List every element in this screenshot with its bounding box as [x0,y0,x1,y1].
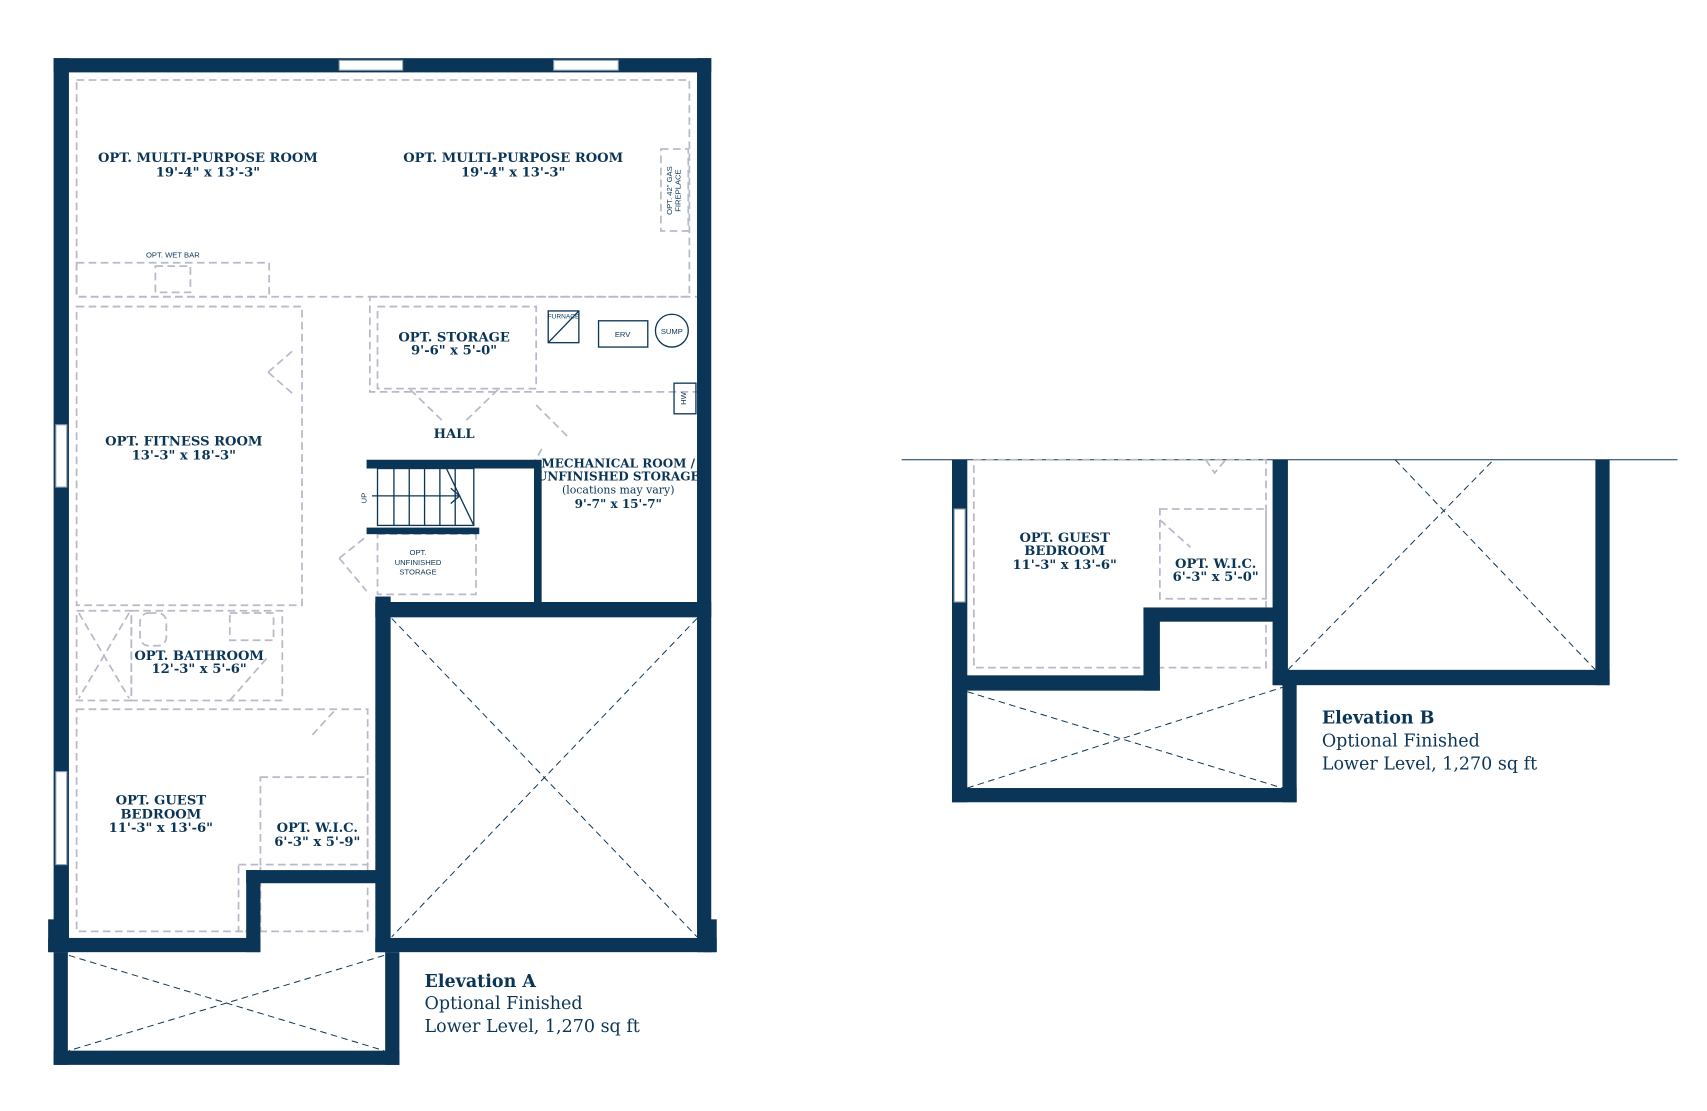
hot-water-tank: HW [673,382,697,415]
room-mechanical-note: (locations may vary) [562,484,675,497]
room-multi-purpose-2-size: 19'-4" x 13'-3" [461,165,565,180]
room-storage-size: 9'-6" x 5'-0" [411,344,497,359]
room-guest-line2: BEDROOM [120,808,201,823]
window-b [953,508,966,603]
room-wic-name: OPT. W.I.C. [277,821,358,836]
room-wic-b-name: OPT. W.I.C. [1175,557,1256,572]
room-guest-b-line1: OPT. GUEST [1019,531,1110,546]
room-mechanical-line2: UNFINISHED STORAGE [537,470,700,484]
unfinished-storage-line1: OPT. [410,548,427,557]
open-to-below-areas [68,618,698,1052]
dashed-partitions-b [972,458,1267,669]
room-guest-b-size: 11'-3" x 13'-6" [1012,558,1116,573]
caption-b-line3: Lower Level, 1,270 sq ft [1322,754,1537,774]
room-multi-purpose-1-size: 19'-4" x 13'-3" [156,165,260,180]
unfinished-storage-line2: UNFINISHED [395,558,442,567]
stairs-up-label: UP [360,493,369,504]
room-multi-purpose-2-name: OPT. MULTI-PURPOSE ROOM [403,151,623,166]
elevation-b-caption: Elevation B Optional Finished Lower Leve… [1322,708,1537,774]
erv-unit: ERV [597,320,649,348]
sump-pit: SUMP [654,313,689,348]
caption-b-line2: Optional Finished [1322,731,1480,751]
room-guest-line1: OPT. GUEST [116,793,207,808]
furnace: FURNACE [547,310,580,344]
fireplace-label-1: OPT. 42" GAS [665,166,674,215]
staircase[interactable]: UP [360,467,480,535]
room-storage-name: OPT. STORAGE [398,331,510,346]
room-mechanical-line1: MECHANICAL ROOM / [541,456,695,470]
open-to-below-areas-b [967,459,1596,789]
walls-elevation-a [48,58,717,1065]
hw-label: HW [679,391,688,405]
erv-label: ERV [615,330,631,339]
room-fitness-name: OPT. FITNESS ROOM [105,435,262,450]
room-fitness-size: 13'-3" x 18'-3" [132,449,236,464]
room-wic-b-size: 6'-3" x 5'-0" [1173,570,1259,585]
room-multi-purpose-1-name: OPT. MULTI-PURPOSE ROOM [98,151,318,166]
unfinished-storage-line3: STORAGE [399,568,436,577]
elevation-b-plan: OPT. GUEST BEDROOM 11'-3" x 13'-6" OPT. … [901,458,1678,803]
toilet [139,612,168,647]
wet-bar-sink [154,265,192,294]
walls-elevation-b [951,459,1610,803]
sump-label: SUMP [661,327,683,336]
room-mechanical-size: 9'-7" x 15'-7" [575,497,662,511]
fireplace-label-2: FIREPLACE [674,169,683,211]
room-bathroom-size: 12'-3" x 5'-6" [152,662,247,677]
room-wic-size: 6'-3" x 5'-9" [274,835,360,850]
room-bathroom-name: OPT. BATHROOM [134,649,264,664]
wet-bar-label: OPT. WET BAR [146,250,200,259]
caption-title: Elevation A [425,972,537,992]
furnace-label: FURNACE [548,314,580,321]
caption-b-title: Elevation B [1322,708,1435,728]
caption-line3: Lower Level, 1,270 sq ft [425,1017,640,1037]
shower [78,612,130,699]
room-guest-size: 11'-3" x 13'-6" [109,821,213,836]
caption-line2: Optional Finished [425,994,583,1014]
elevation-a-caption: Elevation A Optional Finished Lower Leve… [425,972,640,1037]
room-guest-b-line2: BEDROOM [1024,544,1105,559]
windows-elevation-a [55,59,619,866]
hall-label: HALL [434,427,475,442]
elevation-a-plan: UP FURNACE ERV SUMP HW [48,58,717,1065]
